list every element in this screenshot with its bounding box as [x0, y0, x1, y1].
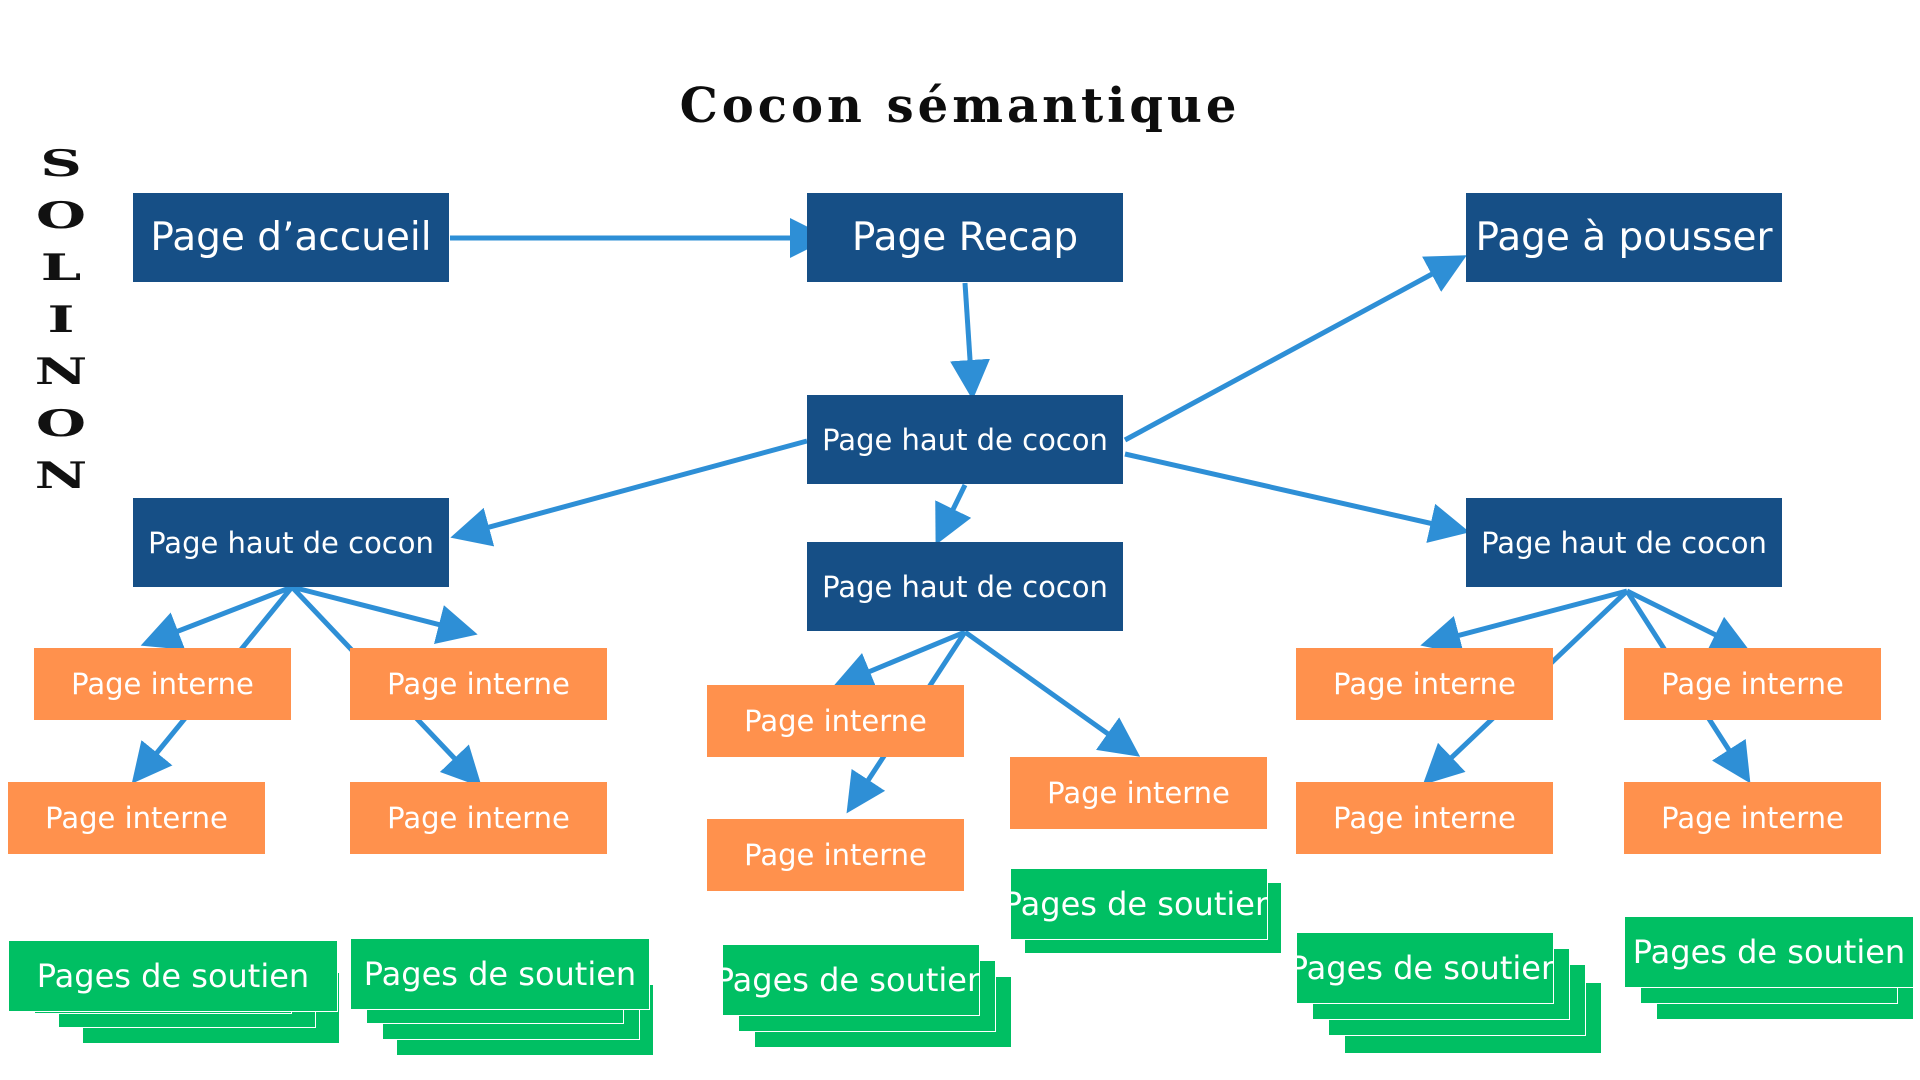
node-page-interne: Page interne: [1624, 782, 1881, 854]
brand-letter: O: [35, 403, 87, 445]
node-page-interne: Page interne: [1296, 782, 1553, 854]
node-page-accueil: Page d’accueil: [133, 193, 449, 282]
arrow-recap-haut: [950, 282, 990, 400]
node-page-interne: Page interne: [1010, 757, 1267, 829]
arrow-haut-right: [1124, 451, 1470, 543]
node-page-interne: Page interne: [707, 819, 964, 891]
support-pages-stack: Pages de soutien: [1010, 868, 1286, 960]
brand-vertical-text: S O L I N O N: [22, 138, 100, 502]
arrow-right-2: [1625, 588, 1751, 653]
arrow-left-1: [140, 584, 293, 650]
node-page-interne: Page interne: [707, 685, 964, 757]
node-haut-de-cocon-right: Page haut de cocon: [1466, 498, 1782, 587]
node-haut-de-cocon-left: Page haut de cocon: [133, 498, 449, 587]
node-haut-de-cocon-mid: Page haut de cocon: [807, 542, 1123, 631]
arrow-right-1: [1420, 588, 1628, 655]
node-page-interne: Page interne: [8, 782, 265, 854]
support-pages-label: Pages de soutien: [722, 944, 980, 1016]
brand-letter: N: [34, 351, 88, 393]
node-page-interne: Page interne: [350, 782, 607, 854]
arrow-mid-3: [963, 629, 1141, 757]
brand-letter: N: [34, 455, 88, 497]
support-pages-stack: Pages de soutien: [350, 938, 656, 1058]
arrow-haut-pousser: [1123, 255, 1467, 443]
support-pages-label: Pages de soutien: [350, 938, 650, 1010]
node-haut-de-cocon-center: Page haut de cocon: [807, 395, 1123, 484]
node-page-recap: Page Recap: [807, 193, 1123, 282]
arrow-haut-left: [450, 438, 808, 547]
arrow-mid-1: [832, 629, 966, 690]
brand-letter: I: [47, 299, 75, 341]
brand-letter: O: [35, 195, 87, 237]
node-page-interne: Page interne: [34, 648, 291, 720]
arrow-left-2: [291, 584, 478, 644]
support-pages-stack: Pages de soutien: [1624, 916, 1916, 1022]
brand-letter: L: [40, 247, 82, 289]
support-pages-label: Pages de soutien: [8, 940, 338, 1012]
node-page-interne: Page interne: [1296, 648, 1553, 720]
support-pages-stack: Pages de soutien: [8, 940, 340, 1060]
arrow-haut-mid: [935, 483, 972, 545]
brand-letter: S: [40, 143, 82, 185]
node-page-interne: Page interne: [1624, 648, 1881, 720]
node-page-a-pousser: Page à pousser: [1466, 193, 1782, 282]
support-pages-label: Pages de soutien: [1624, 916, 1914, 988]
support-pages-stack: Pages de soutien: [722, 944, 1014, 1050]
support-pages-label: Pages de soutien: [1010, 868, 1268, 940]
node-page-interne: Page interne: [350, 648, 607, 720]
support-pages-stack: Pages de soutien: [1296, 932, 1604, 1056]
page-title: Cocon sémantique: [679, 78, 1241, 134]
support-pages-label: Pages de soutien: [1296, 932, 1554, 1004]
